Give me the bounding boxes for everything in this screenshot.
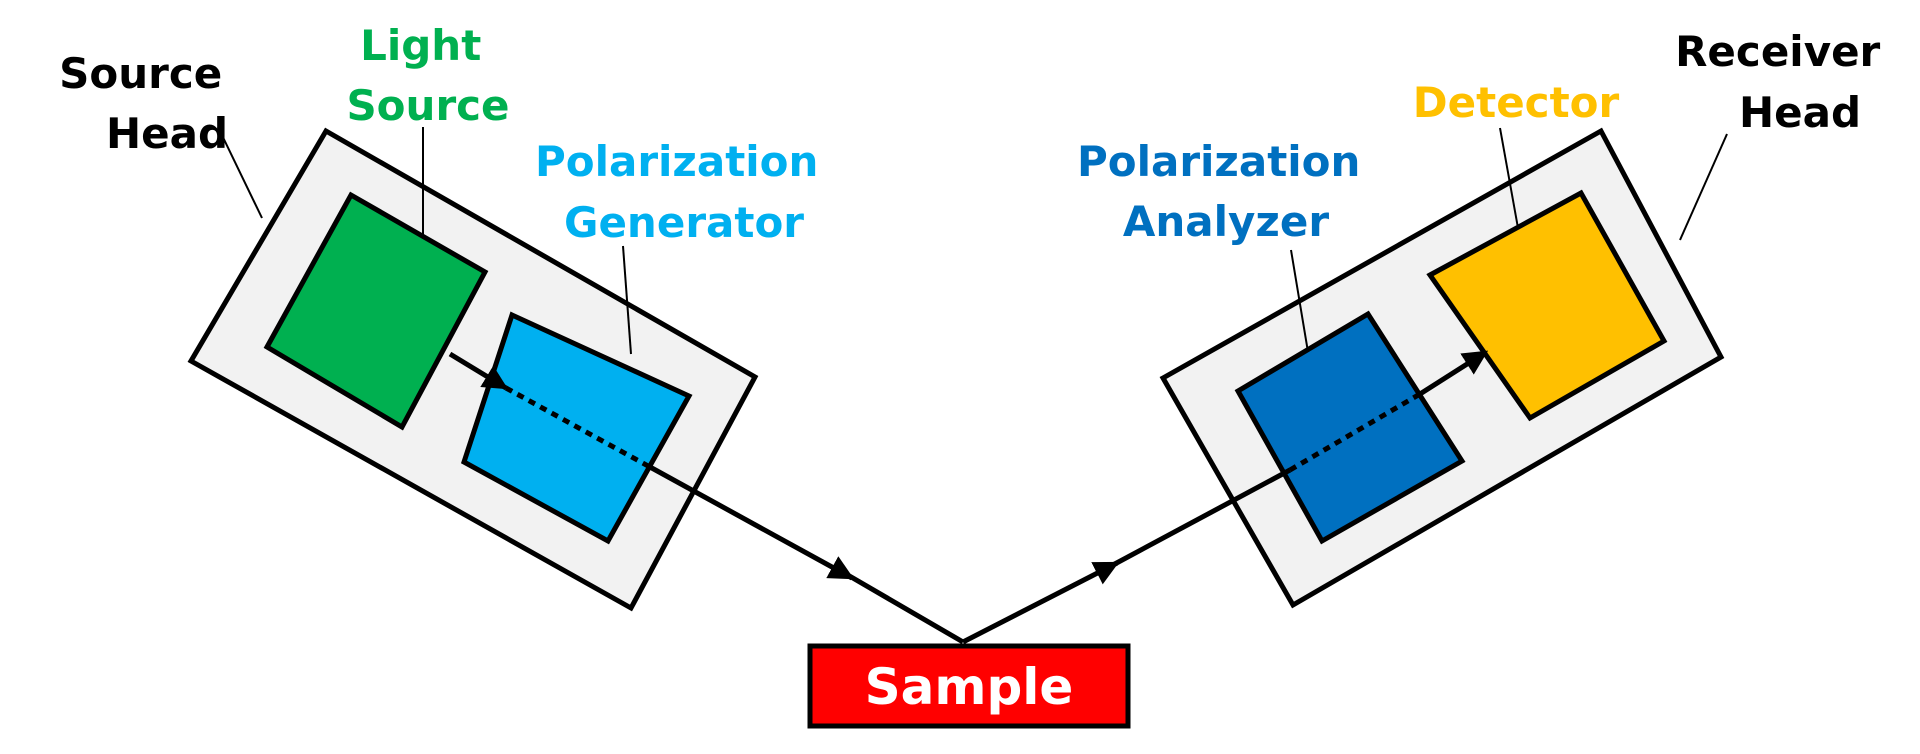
source-head-leader: [217, 126, 263, 219]
beam-to-sample-seg1: [648, 464, 855, 581]
polarization-analyzer-leader: [1290, 249, 1309, 353]
light-source-box: [263, 191, 489, 431]
beam-from-sample-seg2: [1109, 467, 1292, 569]
polarization-generator-leader: [622, 245, 632, 355]
beam-to-sample-seg2: [844, 571, 965, 645]
detector-box: [1426, 189, 1668, 422]
receiver-head-leader: [1679, 133, 1728, 241]
sample-box: [807, 643, 1131, 729]
sample-label: Sample: [865, 658, 1074, 716]
polarization-generator-label: Polarization Generator: [535, 137, 833, 247]
beam-through-generator: [504, 385, 652, 470]
beam-inside-receiver: [1418, 349, 1489, 397]
polarization-analyzer-box: [1234, 310, 1466, 545]
receiver-head-label: Receiver Head: [1675, 27, 1895, 137]
detector-label: Detector: [1413, 78, 1620, 127]
beam-inside-source: [448, 351, 509, 391]
beam-from-sample-seg1: [961, 560, 1120, 645]
source-head-label: Source Head: [59, 49, 237, 158]
light-source-label: Light Source: [346, 21, 509, 130]
polarization-analyzer-label: Polarization Analyzer: [1077, 137, 1375, 246]
detector-leader: [1499, 127, 1519, 229]
